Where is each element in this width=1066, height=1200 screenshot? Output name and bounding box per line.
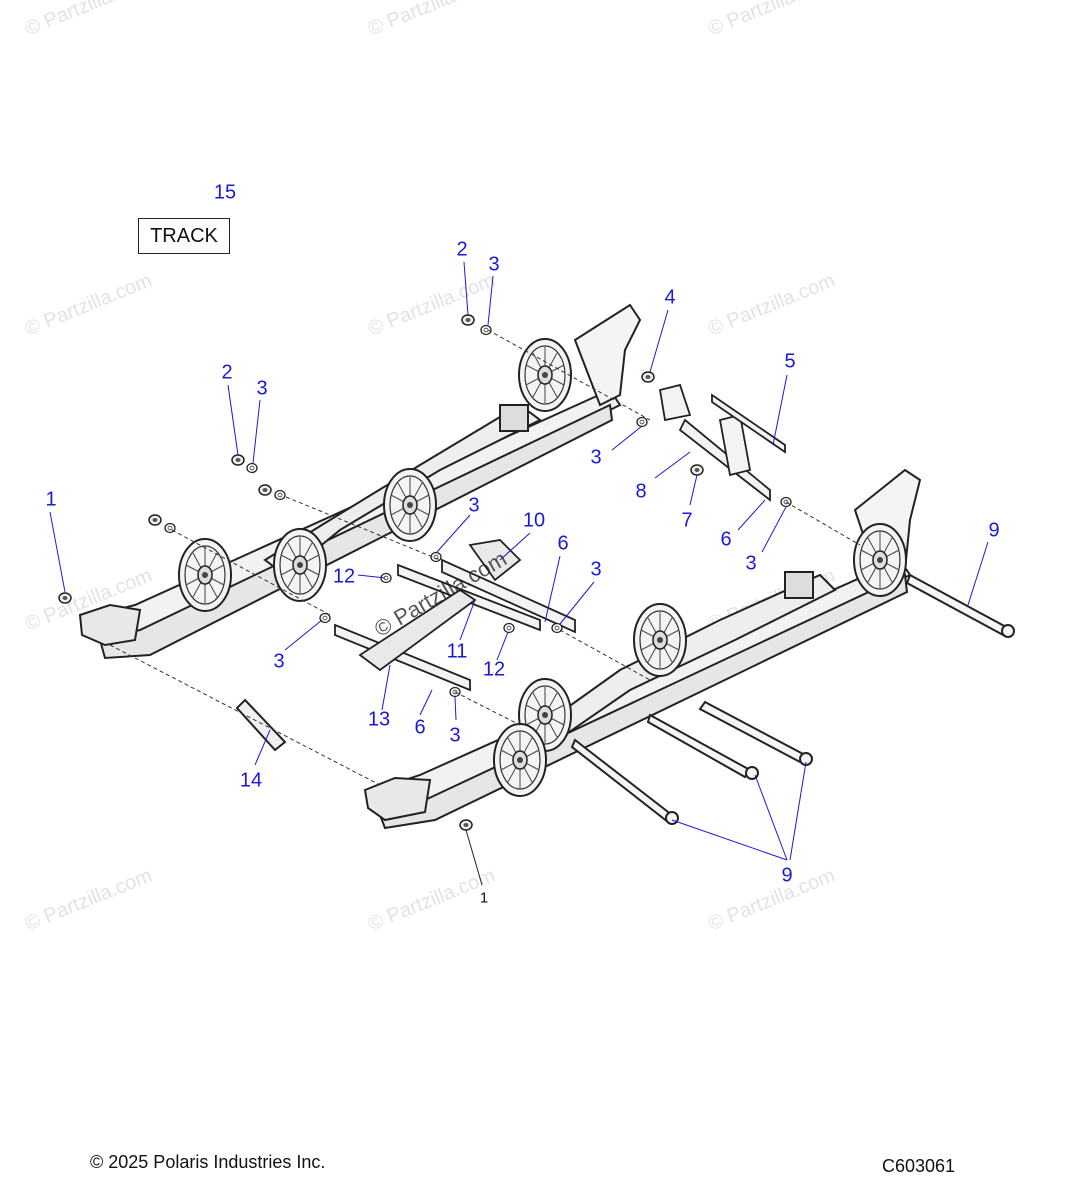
callout-12[interactable]: 12 bbox=[332, 565, 356, 588]
callout-3[interactable]: 3 bbox=[745, 552, 757, 575]
center-linkage bbox=[334, 383, 786, 692]
callout-6[interactable]: 6 bbox=[557, 532, 569, 555]
callout-5[interactable]: 5 bbox=[784, 350, 796, 373]
callout-7[interactable]: 7 bbox=[681, 509, 693, 532]
callout-3[interactable]: 3 bbox=[488, 253, 500, 276]
callout-3[interactable]: 3 bbox=[590, 558, 602, 581]
leader-lines bbox=[49, 261, 989, 861]
callout-1[interactable]: 1 bbox=[45, 488, 57, 511]
callout-3[interactable]: 3 bbox=[590, 446, 602, 469]
callout-4[interactable]: 4 bbox=[664, 286, 676, 309]
callout-9[interactable]: 9 bbox=[988, 519, 1000, 542]
callout-10[interactable]: 10 bbox=[522, 509, 546, 532]
callout-6[interactable]: 6 bbox=[414, 716, 426, 739]
callout-14[interactable]: 14 bbox=[239, 769, 263, 792]
callout-6[interactable]: 6 bbox=[720, 528, 732, 551]
callout-2[interactable]: 2 bbox=[456, 238, 468, 261]
copyright-text: © 2025 Polaris Industries Inc. bbox=[90, 1152, 326, 1172]
callout-9[interactable]: 9 bbox=[781, 864, 793, 887]
callout-3[interactable]: 3 bbox=[273, 650, 285, 673]
track-reference-box[interactable]: TRACK bbox=[138, 218, 230, 254]
callout-2[interactable]: 2 bbox=[221, 361, 233, 384]
callout-11[interactable]: 11 bbox=[446, 640, 468, 663]
callout-15[interactable]: 15 bbox=[213, 181, 237, 204]
assembly-lines bbox=[109, 329, 861, 786]
callout-8[interactable]: 8 bbox=[635, 480, 647, 503]
figure-code: C603061 bbox=[882, 1156, 956, 1176]
callout-12[interactable]: 12 bbox=[482, 658, 506, 681]
callout-1[interactable]: 1 bbox=[479, 889, 489, 907]
callout-3[interactable]: 3 bbox=[256, 377, 268, 400]
long-bolts bbox=[235, 573, 1015, 825]
callout-3[interactable]: 3 bbox=[449, 724, 461, 747]
callout-3[interactable]: 3 bbox=[468, 494, 480, 517]
callout-13[interactable]: 13 bbox=[367, 708, 391, 731]
